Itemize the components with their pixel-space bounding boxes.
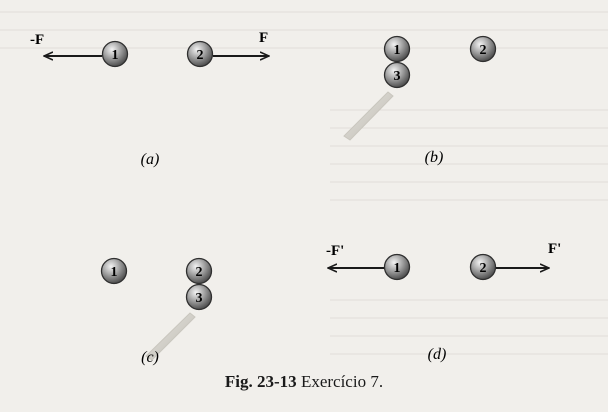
force-label: -F' — [326, 243, 344, 259]
sphere-number: 3 — [394, 69, 401, 84]
sphere-number: 1 — [111, 265, 118, 280]
sphere-3: 3 — [383, 61, 411, 89]
sphere-number: 3 — [196, 291, 203, 306]
force-arrow-d-right: F' — [496, 241, 561, 268]
sphere-number: 2 — [480, 261, 487, 276]
panel-label: (b) — [425, 149, 444, 166]
sphere-2: 2 — [185, 257, 213, 285]
sphere-number: 2 — [480, 43, 487, 58]
background-texture — [0, 11, 608, 355]
insulating-rod — [343, 91, 394, 141]
panel-a: -F 1 2 F (a) — [30, 30, 269, 168]
sphere-3: 3 — [185, 283, 213, 311]
force-label: F — [259, 30, 268, 46]
insulating-rod — [145, 312, 196, 361]
sphere-number: 2 — [196, 265, 203, 280]
sphere-2: 2 — [186, 40, 214, 68]
force-label: -F — [30, 32, 44, 48]
caption-text: Exercício 7. — [300, 372, 384, 391]
panel-label: (a) — [141, 151, 160, 168]
force-arrow-a-left: -F — [30, 32, 102, 56]
force-arrow-d-left: -F' — [326, 243, 384, 268]
panel-b: 1 3 2 (b) — [343, 35, 497, 166]
sphere-1: 1 — [383, 253, 411, 281]
sphere-2: 2 — [469, 35, 497, 63]
panel-d: -F' 1 2 F' (d) — [326, 241, 561, 363]
figure-reference: Fig. 23-13 — [224, 372, 297, 391]
sphere-1: 1 — [101, 40, 129, 68]
panel-label: (d) — [428, 346, 447, 363]
sphere-number: 1 — [394, 261, 401, 276]
sphere-number: 1 — [112, 48, 119, 63]
sphere-1: 1 — [383, 35, 411, 63]
force-label: F' — [548, 241, 561, 257]
sphere-number: 2 — [197, 48, 204, 63]
panel-c: 1 2 3 (c) — [100, 257, 213, 366]
sphere-number: 1 — [394, 43, 401, 58]
force-arrow-a-right: F — [213, 30, 269, 56]
figure-caption: Fig. 23-13 Exercício 7. — [0, 372, 608, 392]
panel-label: (c) — [141, 349, 159, 366]
sphere-1: 1 — [100, 257, 128, 285]
sphere-2: 2 — [469, 253, 497, 281]
